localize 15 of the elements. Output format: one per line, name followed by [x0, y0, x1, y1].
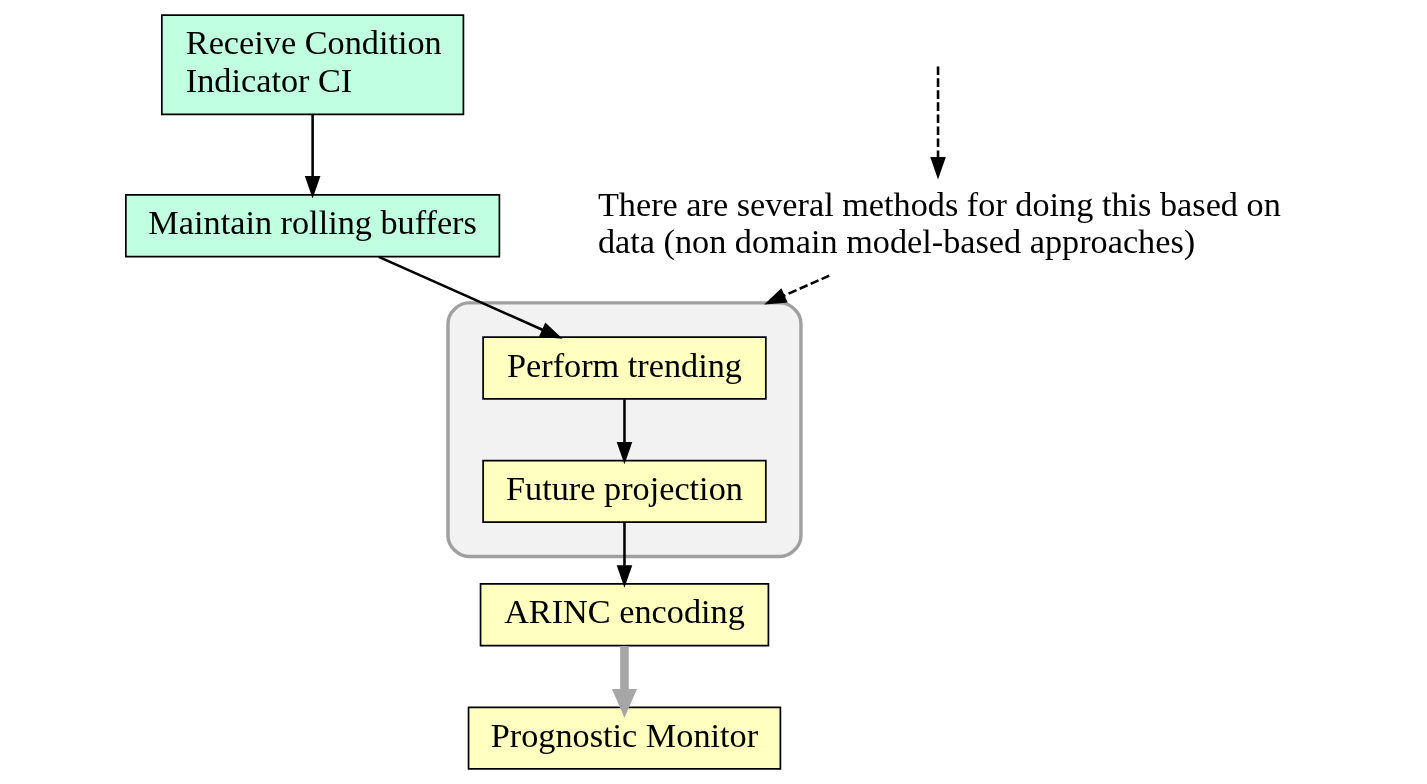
arrow [304, 114, 320, 199]
arrow [611, 646, 637, 718]
node-box: ARINC encoding [479, 583, 769, 647]
node-box: Prognostic Monitor [467, 706, 781, 770]
arrow [929, 66, 946, 180]
node-box: Receive Condition Indicator CI [160, 14, 464, 116]
node-text: There are several methods for doing this based on data (non domain model-based approaches) [597, 184, 1281, 261]
arrow [763, 274, 830, 305]
cluster [445, 301, 803, 559]
node-box: Future projection [481, 459, 767, 524]
arrow [616, 522, 632, 588]
node-box: Perform trending [481, 336, 767, 400]
arrow [377, 255, 563, 339]
arrow [616, 399, 632, 465]
node-box: Maintain rolling buffers [124, 194, 500, 258]
